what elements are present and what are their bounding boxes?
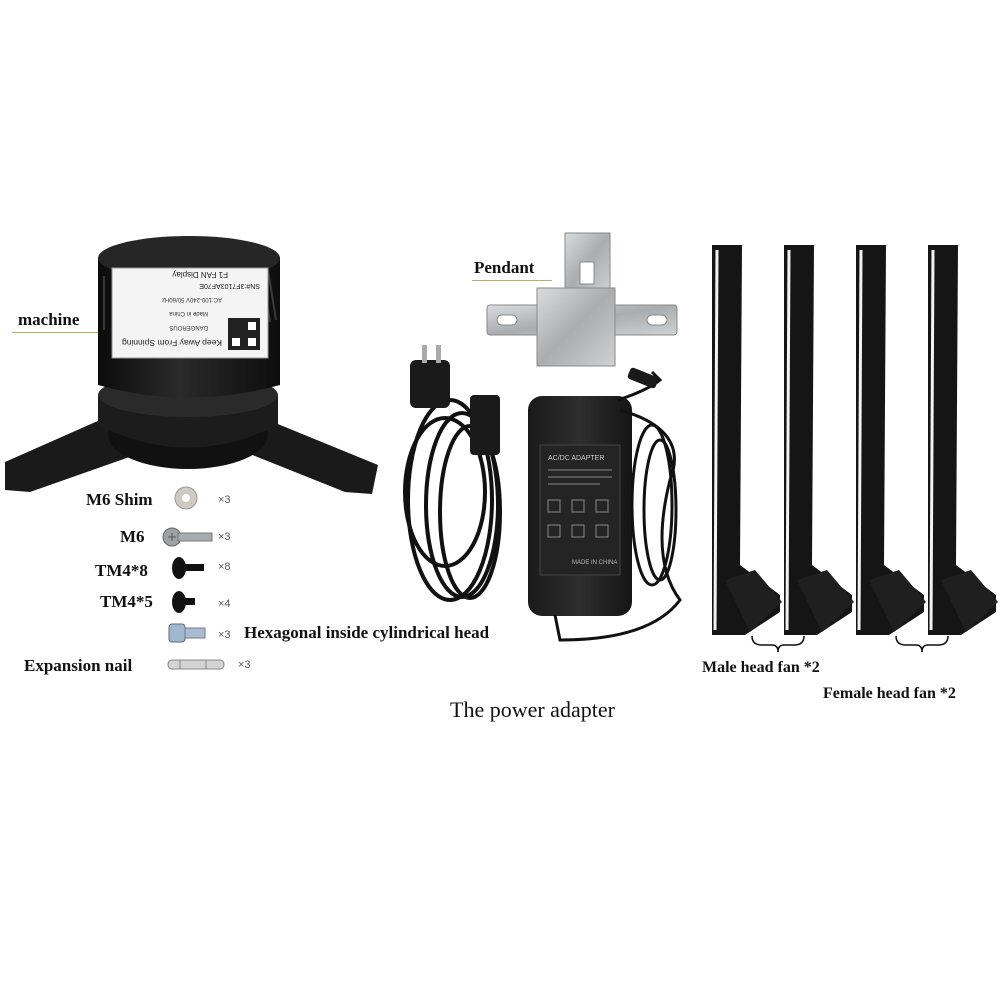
label-hex-head: Hexagonal inside cylindrical head xyxy=(244,623,490,642)
fan-blade-1 xyxy=(712,245,782,635)
female-fan-brace xyxy=(895,635,949,653)
fan-blade-3 xyxy=(856,245,926,635)
label-pendant: Pendant xyxy=(474,258,535,277)
sticker-voltage: AC:100-240V 50/60Hz xyxy=(162,296,222,302)
qty-m6: ×3 xyxy=(218,531,231,543)
fan-blades xyxy=(712,245,998,653)
label-tm4x8: TM4*8 xyxy=(95,561,148,580)
adapter-title: AC/DC ADAPTER xyxy=(548,455,604,462)
hardware-parts xyxy=(162,486,225,670)
label-machine: machine xyxy=(18,310,80,329)
machine-unit: Keep Away From Spinning DANGEROUS Made i… xyxy=(5,236,378,494)
sticker-danger: DANGEROUS xyxy=(169,324,208,330)
tm4x8-screw xyxy=(172,557,204,579)
sticker-made-in: Made in China xyxy=(169,310,208,316)
sticker-warning: Keep Away From Spinning xyxy=(122,338,222,348)
label-m6: M6 xyxy=(120,527,145,546)
power-adapter: AC/DC ADAPTER MADE IN CHINA xyxy=(403,345,682,642)
m6-shim-washer xyxy=(174,486,198,510)
sticker-product: F1 FAN Display xyxy=(172,270,228,279)
label-female-fan: Female head fan *2 xyxy=(823,685,956,702)
qty-tm4x8: ×8 xyxy=(218,561,231,573)
qty-m6-shim: ×3 xyxy=(218,494,231,506)
male-fan-brace xyxy=(751,635,805,653)
underline-machine xyxy=(12,332,98,333)
label-male-fan: Male head fan *2 xyxy=(702,659,820,676)
qty-hex-head: ×3 xyxy=(218,629,231,641)
fan-blade-2 xyxy=(784,245,854,635)
caption-power-adapter: The power adapter xyxy=(450,697,615,722)
label-expansion-nail: Expansion nail xyxy=(24,656,133,675)
adapter-made-in: MADE IN CHINA xyxy=(572,560,617,566)
sticker-serial: SN#:3F7103AF70E xyxy=(199,282,260,289)
label-tm4x5: TM4*5 xyxy=(100,592,153,611)
underline-pendant xyxy=(472,280,552,281)
label-m6-shim: M6 Shim xyxy=(86,490,153,509)
fan-blade-4 xyxy=(928,245,998,635)
qty-expansion-nail: ×3 xyxy=(238,659,251,671)
m6-screw xyxy=(162,527,213,547)
hex-socket-screw xyxy=(168,623,206,643)
expansion-nail xyxy=(167,659,225,670)
tm4x5-screw xyxy=(172,591,195,613)
qty-tm4x5: ×4 xyxy=(218,598,231,610)
pendant-bracket xyxy=(486,232,678,367)
